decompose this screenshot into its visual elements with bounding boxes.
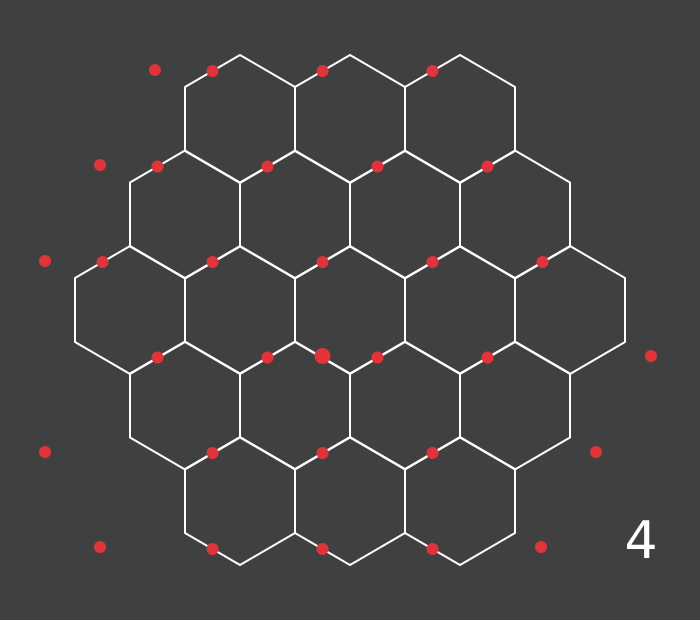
- highlighted-marker[interactable]: [314, 348, 331, 364]
- red-marker[interactable]: [645, 350, 657, 362]
- red-marker[interactable]: [535, 541, 547, 553]
- red-marker[interactable]: [206, 65, 219, 77]
- hex-cell[interactable]: [404, 54, 516, 184]
- hex-cell[interactable]: [459, 149, 571, 280]
- hex-cell[interactable]: [184, 436, 296, 566]
- red-marker[interactable]: [316, 256, 329, 268]
- hex-cell[interactable]: [184, 245, 296, 375]
- red-marker[interactable]: [371, 351, 384, 364]
- hex-cell[interactable]: [184, 54, 296, 184]
- red-marker[interactable]: [261, 351, 274, 364]
- red-marker[interactable]: [590, 446, 602, 458]
- markers-layer: [39, 64, 657, 555]
- red-marker[interactable]: [316, 543, 329, 555]
- hex-cell[interactable]: [294, 245, 406, 375]
- red-marker[interactable]: [536, 256, 549, 268]
- move-counter: 4: [624, 511, 658, 571]
- hex-cell[interactable]: [349, 340, 461, 471]
- red-marker[interactable]: [206, 543, 219, 555]
- red-marker[interactable]: [94, 159, 106, 171]
- red-marker[interactable]: [39, 446, 51, 458]
- red-marker[interactable]: [149, 64, 161, 76]
- red-marker[interactable]: [96, 256, 109, 268]
- red-marker[interactable]: [94, 541, 106, 553]
- red-marker[interactable]: [39, 255, 51, 267]
- hex-cell[interactable]: [239, 149, 351, 280]
- hex-cell[interactable]: [129, 149, 241, 280]
- red-marker[interactable]: [206, 256, 219, 268]
- hex-cell[interactable]: [514, 245, 626, 375]
- red-marker[interactable]: [316, 447, 329, 459]
- hex-cell[interactable]: [349, 149, 461, 280]
- red-marker[interactable]: [151, 160, 164, 173]
- hex-cell[interactable]: [294, 54, 406, 184]
- hex-cell[interactable]: [459, 340, 571, 471]
- red-marker[interactable]: [151, 351, 164, 364]
- hex-cell[interactable]: [239, 340, 351, 471]
- red-marker[interactable]: [426, 65, 439, 77]
- red-marker[interactable]: [426, 543, 439, 555]
- red-marker[interactable]: [206, 447, 219, 459]
- red-marker[interactable]: [481, 351, 494, 364]
- red-marker[interactable]: [371, 160, 384, 173]
- red-marker[interactable]: [426, 447, 439, 459]
- hex-cell[interactable]: [404, 245, 516, 375]
- hex-cell[interactable]: [404, 436, 516, 566]
- hex-cell[interactable]: [74, 245, 186, 375]
- red-marker[interactable]: [481, 160, 494, 173]
- hex-cell[interactable]: [129, 340, 241, 471]
- red-marker[interactable]: [261, 160, 274, 173]
- red-marker[interactable]: [426, 256, 439, 268]
- hex-cell[interactable]: [294, 436, 406, 566]
- red-marker[interactable]: [316, 65, 329, 77]
- hex-cells-layer: [74, 54, 626, 566]
